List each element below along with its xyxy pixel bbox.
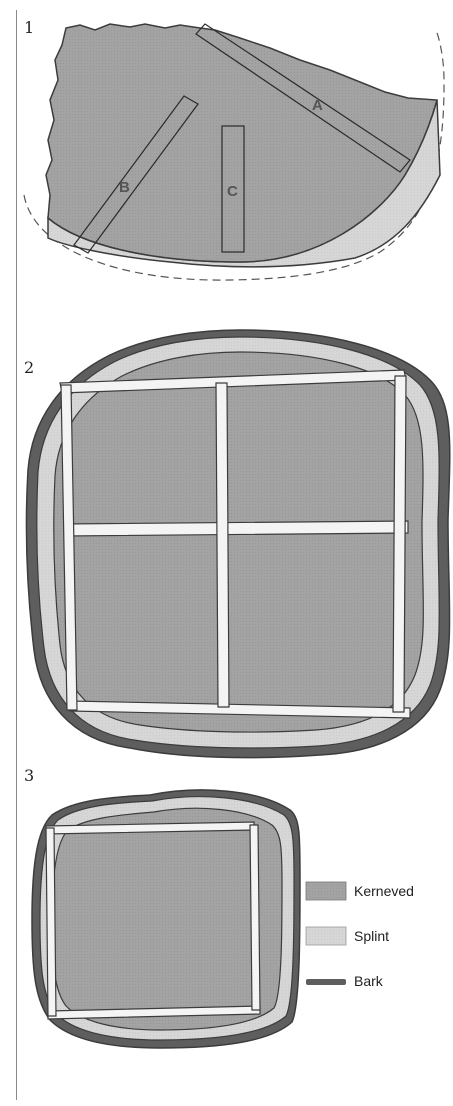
heartwood-core-3 [52,808,282,1030]
kerf-right-3 [250,825,260,1010]
kerf-right [393,376,406,712]
legend-label-kerneved: Kerneved [354,883,414,899]
legend-swatch-bark [306,979,346,985]
figure-1-log-segment: A B C [24,24,444,280]
cut-label-b: B [119,179,130,196]
legend-swatch-kerneved [306,882,346,900]
legend-label-splint: Splint [354,928,389,944]
figure-2-quartered-log [26,330,449,758]
cut-label-c: C [227,183,238,200]
kerf-middle-horizontal [64,521,408,536]
cut-label-a: A [312,97,323,114]
kerf-left-3 [46,828,56,1016]
heartwood-core [54,352,424,732]
legend-swatch-splint [306,927,346,945]
figure-3-squared-log [32,790,300,1048]
legend-label-bark: Bark [354,973,383,989]
legend [306,882,346,985]
kerf-middle-vertical [216,383,229,707]
